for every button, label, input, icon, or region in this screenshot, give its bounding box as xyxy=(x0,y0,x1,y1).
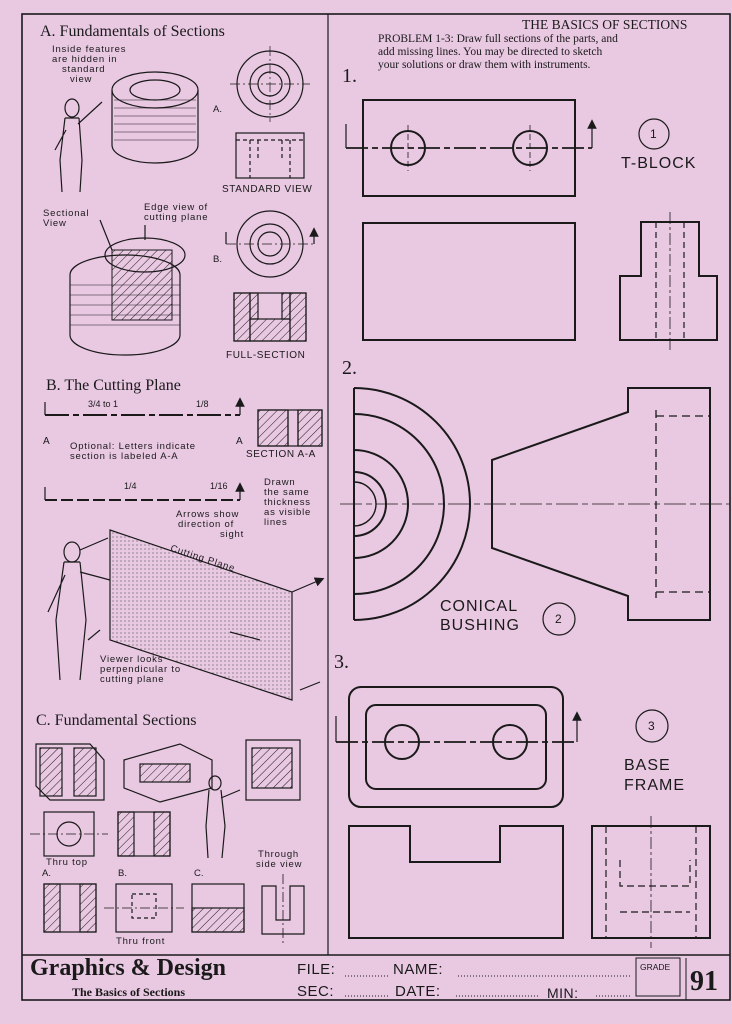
letter-a-right: A xyxy=(236,436,243,447)
file-label: FILE: xyxy=(297,961,336,978)
drawn-note-line-3: thickness xyxy=(264,497,311,508)
sec-label: SEC: xyxy=(297,983,335,1000)
sheet-title: THE BASICS OF SECTIONS xyxy=(522,17,688,32)
dim-mid-right: 1/16 xyxy=(210,481,228,491)
optional-note-line-2: section is labeled A-A xyxy=(70,451,179,462)
problem-2-name-line-2: BUSHING xyxy=(440,617,520,634)
problem-3-circle-number: 3 xyxy=(648,719,655,733)
problem-2-drawing xyxy=(340,387,730,636)
section-c-heading: C. Fundamental Sections xyxy=(36,712,197,729)
figure-full-section xyxy=(69,210,314,356)
standard-view-label: STANDARD VIEW xyxy=(222,184,313,195)
file-field[interactable] xyxy=(343,960,391,978)
drawn-note-line-5: lines xyxy=(264,517,288,528)
section-aa-label: SECTION A-A xyxy=(246,449,316,460)
sec-field[interactable] xyxy=(343,982,391,998)
section-a-heading: A. Fundamentals of Sections xyxy=(40,23,225,40)
through-side-line-1: Through xyxy=(258,849,299,860)
problem-1-drawing xyxy=(345,99,718,350)
name-field[interactable] xyxy=(458,960,630,978)
sectional-view-line-1: Sectional xyxy=(43,208,90,219)
footer-fields xyxy=(345,957,687,1000)
label-c-a: A. xyxy=(42,868,51,879)
name-label: NAME: xyxy=(393,961,444,978)
brand-subtitle: The Basics of Sections xyxy=(72,985,186,999)
date-label: DATE: xyxy=(395,983,441,1000)
min-label: MIN: xyxy=(547,985,579,1001)
problem-3-number: 3. xyxy=(334,651,349,673)
figure-standard-view xyxy=(54,46,310,193)
figure-cutting-plane-lines xyxy=(44,402,323,501)
problem-3-name-line-1: BASE xyxy=(624,757,671,774)
brand-title: Graphics & Design xyxy=(30,955,227,981)
viewer-note-line-1: Viewer looks xyxy=(100,654,164,665)
hidden-note-line-4: view xyxy=(70,74,93,85)
min-field[interactable] xyxy=(596,982,630,998)
grade-field[interactable] xyxy=(638,974,678,994)
arrows-note-line-2: direction of xyxy=(178,519,235,530)
drawn-note-line-1: Drawn xyxy=(264,477,296,488)
problem-instruction-line-3: your solutions or draw them with instrum… xyxy=(378,59,591,71)
hidden-note-line-3: standard xyxy=(62,64,106,75)
problem-3-name-line-2: FRAME xyxy=(624,777,685,794)
label-b: B. xyxy=(213,254,222,265)
problem-1-circle-number: 1 xyxy=(650,127,657,141)
label-a: A. xyxy=(213,104,222,115)
problem-2-name-line-1: CONICAL xyxy=(440,598,519,615)
arrows-note-line-1: Arrows show xyxy=(176,509,240,520)
hidden-note-line-2: are hidden in xyxy=(52,54,118,65)
section-b-heading: B. The Cutting Plane xyxy=(46,377,181,394)
dim-top-right: 1/8 xyxy=(196,399,209,409)
problem-3-drawing xyxy=(335,686,711,948)
full-section-label: FULL-SECTION xyxy=(226,350,306,361)
problem-2-number: 2. xyxy=(342,357,357,379)
label-c-c: C. xyxy=(194,868,204,879)
edge-view-line-2: cutting plane xyxy=(144,212,209,223)
dim-top: 3/4 to 1 xyxy=(88,399,119,409)
date-field[interactable] xyxy=(456,982,540,998)
hidden-note-line-1: Inside features xyxy=(52,44,127,55)
dim-mid-left: 1/4 xyxy=(124,481,137,491)
page-number: 91 xyxy=(690,966,718,997)
viewer-note-line-3: cutting plane xyxy=(100,674,165,685)
problem-1-name: T-BLOCK xyxy=(621,155,697,172)
thru-top-label: Thru top xyxy=(46,857,88,868)
page-border xyxy=(21,13,731,1001)
viewer-note-line-2: perpendicular to xyxy=(100,664,181,675)
problem-1-number: 1. xyxy=(342,65,357,87)
figure-fundamental-sections xyxy=(30,739,305,946)
letter-a-left: A xyxy=(43,436,50,447)
through-side-line-2: side view xyxy=(256,859,303,870)
label-c-b: B. xyxy=(118,868,127,879)
optional-note-line-1: Optional: Letters indicate xyxy=(70,441,196,452)
grade-label: GRADE xyxy=(640,962,671,972)
problem-instruction-line-2: add missing lines. You may be directed t… xyxy=(378,46,603,58)
problem-2-circle-number: 2 xyxy=(555,612,562,626)
sectional-view-line-2: View xyxy=(43,218,67,229)
arrows-note-line-3: sight xyxy=(220,529,245,540)
drawn-note-line-4: as visible xyxy=(264,507,312,518)
drawn-note-line-2: the same xyxy=(264,487,310,498)
thru-front-label: Thru front xyxy=(116,936,166,947)
figure-viewer-plane xyxy=(47,529,320,701)
problem-instruction-line-1: PROBLEM 1-3: Draw full sections of the p… xyxy=(378,33,618,45)
edge-view-line-1: Edge view of xyxy=(144,202,208,213)
